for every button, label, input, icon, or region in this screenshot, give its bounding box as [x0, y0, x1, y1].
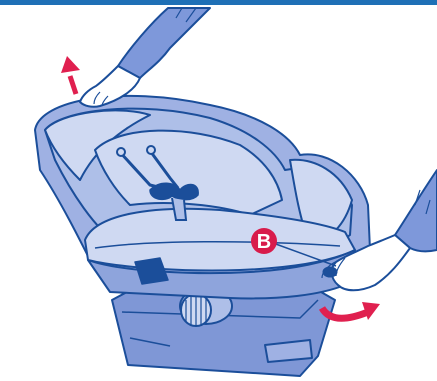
top-rule [0, 0, 437, 5]
arrow-up-left-icon [61, 56, 80, 94]
seat-shell [35, 96, 370, 299]
callout-letter: B [257, 231, 271, 253]
left-arm [80, 8, 210, 107]
